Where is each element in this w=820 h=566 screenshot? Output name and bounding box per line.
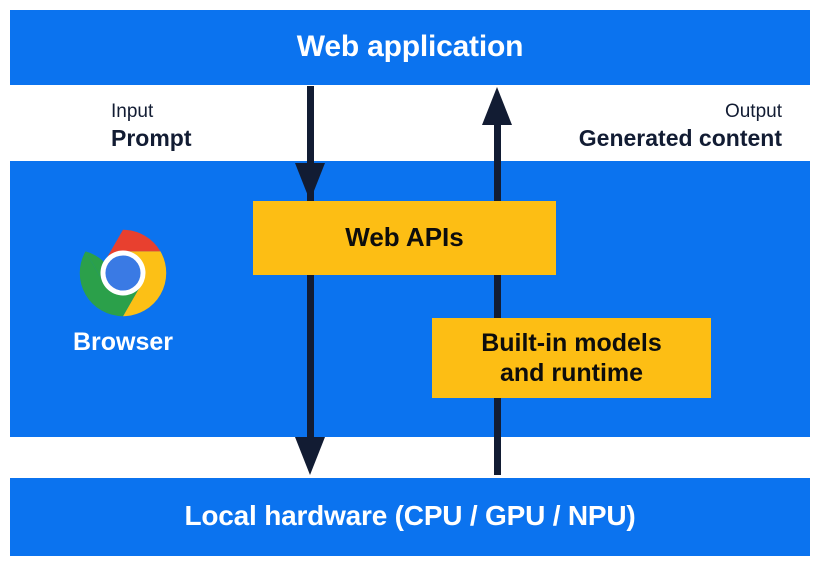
band-web-application-label: Web application: [296, 30, 524, 63]
box-web-apis: Web APIs: [253, 201, 556, 275]
box-web-apis-label: Web APIs: [345, 222, 464, 253]
browser-label: Browser: [72, 328, 174, 356]
input-edge-label: Input Prompt: [111, 100, 192, 153]
input-flow-arrowhead-into-hardware: [295, 437, 325, 475]
band-local-hardware: [10, 478, 810, 556]
box-built-in-models-label: Built-in models and runtime: [481, 328, 662, 389]
output-edge-kind: Output: [724, 101, 782, 122]
box-built-in-models-line2: and runtime: [499, 359, 644, 387]
output-edge-label: Output Generated content: [579, 100, 782, 153]
browser-group: Browser: [55, 228, 191, 357]
input-flow-arrowhead-into-browser: [295, 163, 325, 201]
output-flow-arrow-line: [494, 100, 501, 475]
output-edge-value: Generated content: [578, 124, 782, 151]
band-local-hardware-label: Local hardware (CPU / GPU / NPU): [184, 500, 636, 531]
band-web-application: [10, 10, 810, 85]
input-edge-kind: Input: [111, 101, 154, 122]
chrome-logo-icon: [79, 229, 167, 317]
box-built-in-models: Built-in models and runtime: [432, 318, 711, 398]
input-edge-value: Prompt: [111, 124, 192, 151]
output-flow-arrowhead-into-web-application: [482, 87, 512, 125]
box-built-in-models-line1: Built-in models: [481, 328, 662, 357]
